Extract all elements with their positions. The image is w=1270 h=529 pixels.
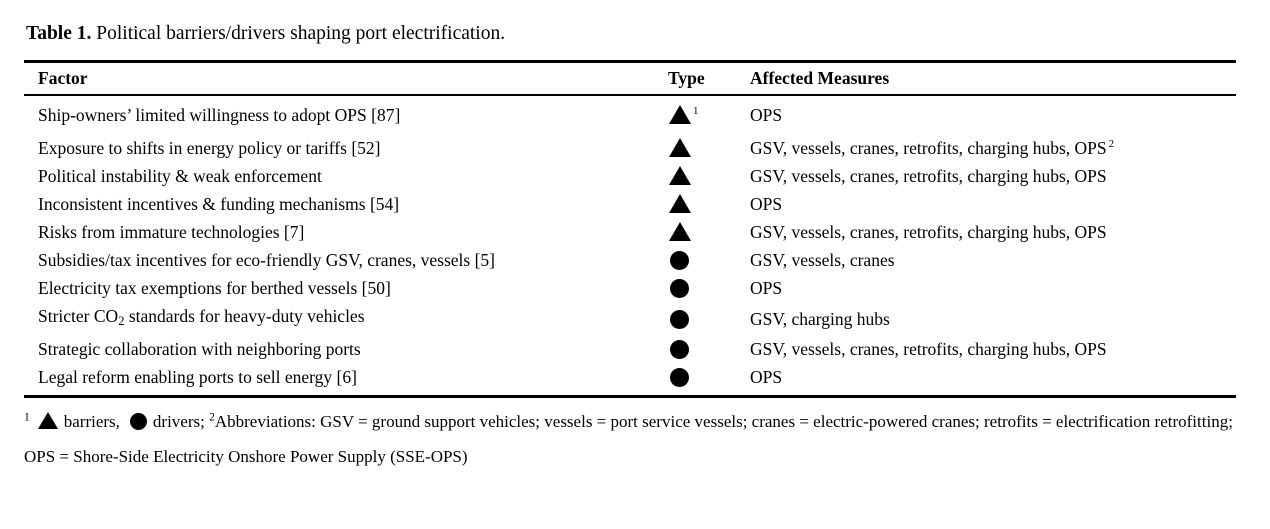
cell-type [668,162,740,190]
triangle-icon [669,194,691,213]
measures-text: GSV, charging hubs [750,308,890,329]
triangle-icon [669,166,691,185]
cell-type: 1 [668,95,740,129]
cell-factor: Ship-owners’ limited willingness to adop… [24,95,668,129]
cell-type [668,302,740,335]
cell-measures: GSV, charging hubs [740,302,1236,335]
column-header-type: Type [668,63,740,96]
political-factors-table: Factor Type Affected Measures Ship-owner… [24,63,1236,395]
cell-measures: OPS [740,95,1236,129]
measures-footnote-marker: 2 [1108,138,1115,151]
measures-text: OPS [750,278,783,298]
footnote-marker-1: 1 [24,411,30,424]
cell-factor: Legal reform enabling ports to sell ener… [24,363,668,395]
cell-factor: Strategic collaboration with neighboring… [24,335,668,363]
cell-measures: GSV, vessels, cranes [740,246,1236,274]
factor-text-pre: Stricter CO [38,306,119,326]
factor-subscript: 2 [118,314,125,328]
factor-text: Subsidies/tax incentives for eco-friendl… [38,250,495,270]
cell-type [668,129,740,162]
table-row: Political instability & weak enforcement… [24,162,1236,190]
table-row: Inconsistent incentives & funding mechan… [24,190,1236,218]
cell-type [668,363,740,395]
factor-text: Exposure to shifts in energy policy or t… [38,138,381,158]
factor-text: Political instability & weak enforcement [38,166,322,186]
footnote-marker-2: 2 [209,411,215,424]
circle-icon [670,309,689,329]
measures-text: GSV, vessels, cranes [750,250,895,270]
factor-text: Inconsistent incentives & funding mechan… [38,194,400,214]
triangle-icon [669,222,691,241]
measures-text: GSV, vessels, cranes, retrofits, chargin… [750,222,1107,242]
triangle-icon [669,105,691,124]
cell-type [668,246,740,274]
circle-icon [670,251,689,270]
table-container: Factor Type Affected Measures Ship-owner… [24,60,1236,398]
cell-measures: GSV, vessels, cranes, retrofits, chargin… [740,335,1236,363]
cell-measures: GSV, vessels, cranes, retrofits, chargin… [740,162,1236,190]
cell-measures: OPS [740,190,1236,218]
circle-icon [670,340,689,359]
table-caption: Table 1. Political barriers/drivers shap… [26,22,1246,46]
factor-text: Risks from immature technologies [7] [38,222,305,242]
table-row: Strategic collaboration with neighboring… [24,335,1236,363]
cell-factor: Risks from immature technologies [7] [24,218,668,246]
measures-text: OPS [750,105,783,125]
cell-measures: OPS [740,274,1236,302]
factor-text: Electricity tax exemptions for berthed v… [38,278,391,298]
measures-text: GSV, vessels, cranes, retrofits, chargin… [750,339,1107,359]
cell-factor: Subsidies/tax incentives for eco-friendl… [24,246,668,274]
type-footnote-marker: 1 [693,105,699,118]
cell-measures: GSV, vessels, cranes, retrofits, chargin… [740,218,1236,246]
table-row: Electricity tax exemptions for berthed v… [24,274,1236,302]
cell-type [668,218,740,246]
caption-label: Table 1. [26,23,92,44]
footnote-drivers-label: drivers; [152,412,205,431]
table-row: Risks from immature technologies [7] GSV,… [24,218,1236,246]
column-header-factor: Factor [24,63,668,96]
measures-text: OPS [750,367,783,387]
table-header-row: Factor Type Affected Measures [24,63,1236,96]
circle-icon [670,368,689,387]
cell-measures: OPS [740,363,1236,395]
factor-text-post: standards for heavy-duty vehicles [124,306,365,326]
measures-text: GSV, vessels, cranes, retrofits, chargin… [750,138,1107,158]
cell-factor: Inconsistent incentives & funding mechan… [24,190,668,218]
column-header-measures: Affected Measures [740,63,1236,96]
cell-factor: Stricter CO2 standards for heavy-duty ve… [24,302,668,335]
circle-icon [129,413,147,430]
cell-type [668,274,740,302]
factor-text: Strategic collaboration with neighboring… [38,339,361,359]
table-footnote: 1 barriers, drivers; 2Abbreviations: GSV =… [24,398,1236,474]
table-row: Exposure to shifts in energy policy or t… [24,129,1236,162]
cell-measures: GSV, vessels, cranes, retrofits, chargin… [740,129,1236,162]
factor-text: Ship-owners’ limited willingness to adop… [38,105,401,125]
cell-factor: Political instability & weak enforcement [24,162,668,190]
footnote-barriers-label: barriers, [63,412,120,431]
cell-factor: Electricity tax exemptions for berthed v… [24,274,668,302]
table-header: Factor Type Affected Measures [24,63,1236,96]
triangle-icon [669,138,691,157]
footnote-abbreviations: Abbreviations: GSV = ground support vehi… [24,412,1233,466]
measures-text: OPS [750,194,783,214]
cell-factor: Exposure to shifts in energy policy or t… [24,129,668,162]
table-row: Legal reform enabling ports to sell ener… [24,363,1236,395]
caption-text: Political barriers/drivers shaping port … [91,23,506,44]
table-row: Ship-owners’ limited willingness to adop… [24,95,1236,129]
table-row: Stricter CO2 standards for heavy-duty ve… [24,302,1236,335]
triangle-icon [37,412,58,429]
cell-type [668,190,740,218]
cell-type [668,335,740,363]
table-row: Subsidies/tax incentives for eco-friendl… [24,246,1236,274]
table-body: Ship-owners’ limited willingness to adop… [24,95,1236,395]
circle-icon [670,279,689,298]
factor-text: Legal reform enabling ports to sell ener… [38,367,357,387]
measures-text: GSV, vessels, cranes, retrofits, chargin… [750,166,1107,186]
